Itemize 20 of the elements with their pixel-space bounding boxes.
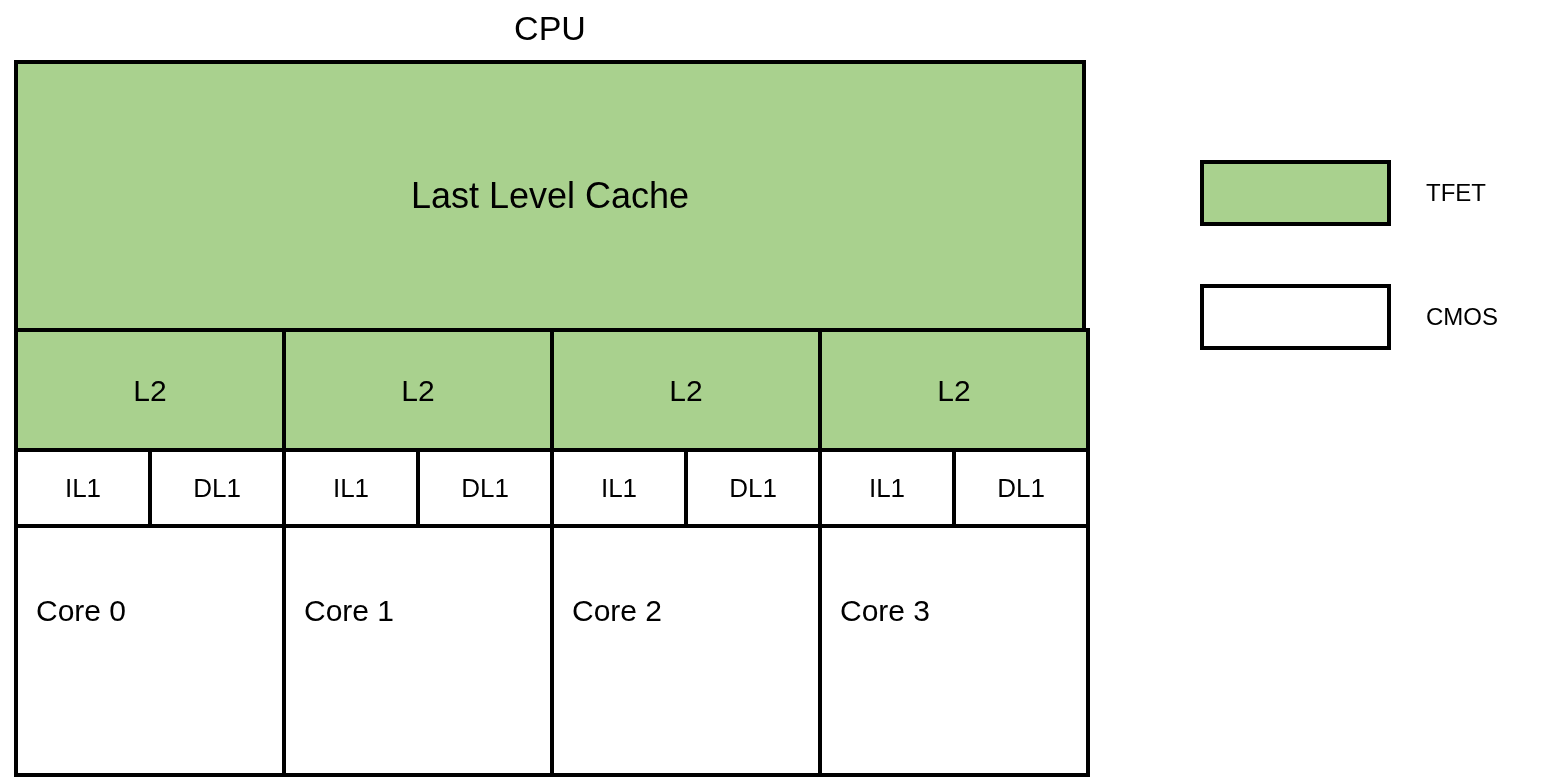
block-label: L2: [669, 372, 703, 409]
block-label: IL1: [64, 471, 102, 505]
block-label: L2: [937, 372, 971, 409]
block-heading: CPU: [514, 8, 586, 49]
block-label: IL1: [868, 471, 906, 505]
block-label: IL1: [600, 471, 638, 505]
legend-label: TFET: [1426, 178, 1486, 208]
block-label: Core 1: [304, 593, 395, 629]
block-label: Last Level Cache: [410, 174, 690, 218]
block-label: Core 2: [572, 593, 663, 629]
block-label: IL1: [332, 471, 370, 505]
block-label: DL1: [997, 471, 1045, 505]
block-label: L2: [401, 372, 435, 409]
block-label: DL1: [193, 471, 241, 505]
block-label: DL1: [729, 471, 777, 505]
block-label: Core 3: [840, 593, 931, 629]
block-label: L2: [133, 372, 167, 409]
legend-label: CMOS: [1426, 302, 1498, 332]
block-label: Core 0: [36, 593, 127, 629]
block-label: DL1: [461, 471, 509, 505]
